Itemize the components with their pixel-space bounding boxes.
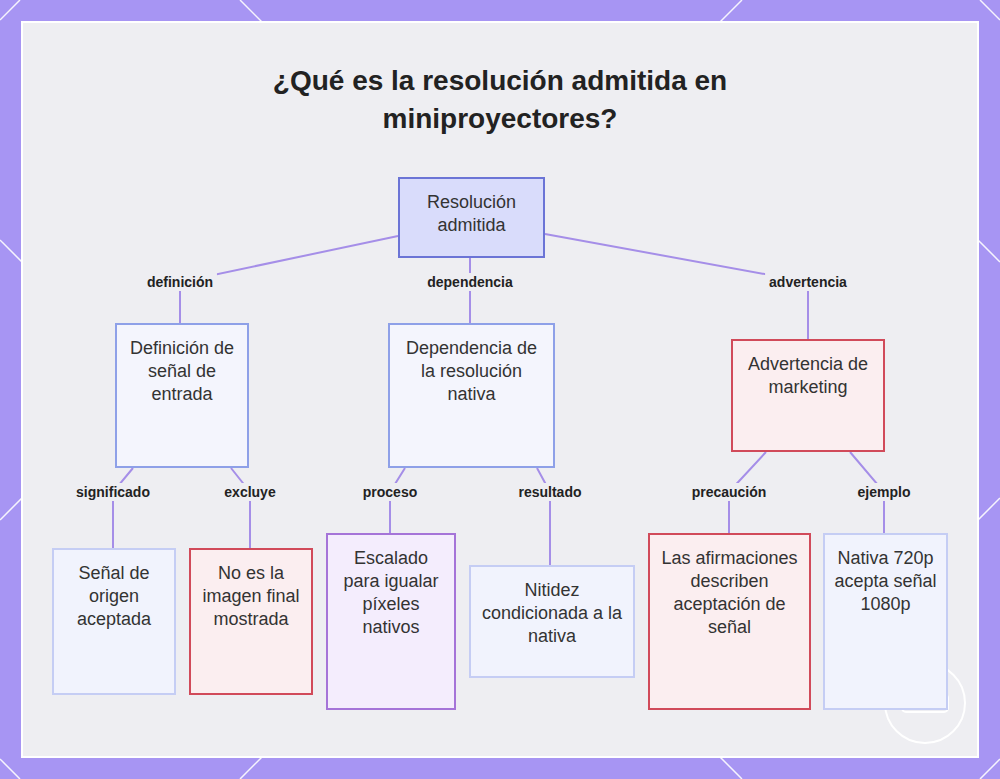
panel-border bbox=[22, 22, 978, 757]
edge-label: proceso bbox=[359, 483, 421, 501]
box-text: Dependencia de la resolución nativa bbox=[398, 337, 545, 406]
box-text: Escalado para igualar píxeles nativos bbox=[336, 547, 446, 639]
edge-label: significado bbox=[72, 483, 154, 501]
edge-label: excluye bbox=[220, 483, 279, 501]
edge-label: definición bbox=[143, 273, 217, 291]
concept-box: No es la imagen final mostrada bbox=[189, 548, 313, 695]
diagram-title: ¿Qué es la resolución admitida en minipr… bbox=[220, 62, 780, 138]
concept-box: Señal de origen aceptada bbox=[52, 548, 176, 695]
concept-box: Resolución admitida bbox=[398, 177, 545, 258]
concept-box: Dependencia de la resolución nativa bbox=[388, 323, 555, 468]
box-text: Resolución admitida bbox=[408, 191, 535, 237]
connector-line bbox=[113, 468, 133, 548]
box-text: Señal de origen aceptada bbox=[62, 562, 166, 631]
edge-label: dependencia bbox=[423, 273, 517, 291]
edge-label: precaución bbox=[688, 483, 771, 501]
content-panel bbox=[22, 22, 978, 757]
concept-box: Las afirmaciones describen aceptación de… bbox=[648, 533, 811, 710]
edge-label: ejemplo bbox=[854, 483, 915, 501]
edge-label: resultado bbox=[514, 483, 585, 501]
box-text: Nativa 720p acepta señal 1080p bbox=[833, 547, 938, 616]
box-text: Las afirmaciones describen aceptación de… bbox=[658, 547, 801, 639]
connector-line bbox=[231, 468, 250, 548]
concept-box: Escalado para igualar píxeles nativos bbox=[326, 533, 456, 710]
concept-box: Nitidez condicionada a la nativa bbox=[469, 565, 635, 678]
concept-box: Advertencia de marketing bbox=[731, 339, 885, 452]
box-text: Nitidez condicionada a la nativa bbox=[479, 579, 625, 648]
box-text: No es la imagen final mostrada bbox=[199, 562, 303, 631]
edge-label: advertencia bbox=[765, 273, 851, 291]
box-text: Definición de señal de entrada bbox=[125, 337, 239, 406]
concept-box: Definición de señal de entrada bbox=[115, 323, 249, 468]
concept-box: Nativa 720p acepta señal 1080p bbox=[823, 533, 948, 710]
box-text: Advertencia de marketing bbox=[741, 353, 875, 399]
